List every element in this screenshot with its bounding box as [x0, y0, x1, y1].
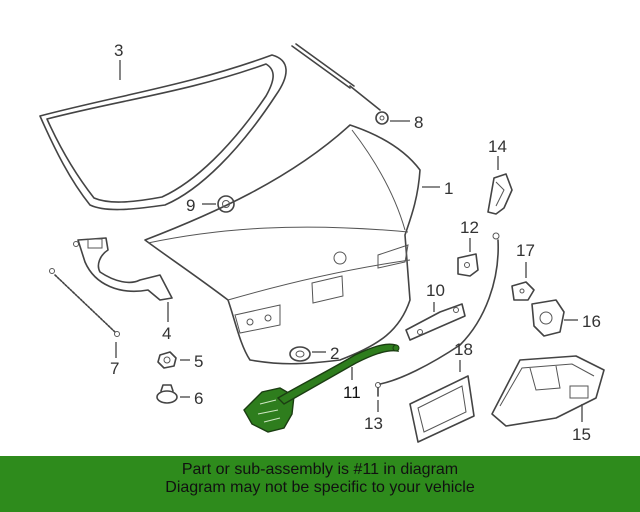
callout-15: 15	[572, 425, 591, 444]
part-7-torsion-rod	[49, 268, 120, 337]
part-4-hinge	[73, 237, 173, 301]
part-14-cover	[487, 173, 513, 215]
part-3-seal	[39, 54, 287, 211]
part-12-bracket	[457, 253, 479, 277]
callout-9: 9	[186, 196, 195, 215]
callout-10: 10	[426, 281, 445, 300]
part-6-nut	[156, 384, 178, 404]
part-11-lock-actuator	[243, 343, 400, 433]
part-1-trunk-lid	[144, 124, 421, 365]
part-17-clip	[511, 281, 535, 301]
callout-12: 12	[460, 218, 479, 237]
part-10-bracket	[405, 303, 466, 341]
part-9-bump-stop	[217, 195, 235, 213]
callout-1: 1	[444, 179, 453, 198]
release-cable	[379, 239, 499, 385]
callout-2: 2	[330, 344, 339, 363]
callout-7: 7	[110, 359, 119, 378]
callout-3: 3	[114, 41, 123, 60]
callout-18: 18	[454, 340, 473, 359]
part-13-clip	[375, 382, 381, 397]
callout-16: 16	[582, 312, 601, 331]
part-8-strut	[291, 43, 389, 125]
parts-diagram: 3 8 1 9 4	[39, 41, 605, 444]
callout-14: 14	[488, 137, 507, 156]
part-18-panel	[409, 375, 475, 443]
callout-5: 5	[194, 352, 203, 371]
banner-line-2: Diagram may not be specific to your vehi…	[165, 479, 475, 496]
callout-8: 8	[414, 113, 423, 132]
callout-17: 17	[516, 241, 535, 260]
callout-4: 4	[162, 324, 171, 343]
callout-13: 13	[364, 414, 383, 433]
part-16-motor	[531, 299, 565, 337]
part-15-handle-assembly	[491, 355, 605, 427]
part-5-bolt	[157, 351, 177, 369]
callout-6: 6	[194, 389, 203, 408]
diagram-banner: Part or sub-assembly is #11 in diagram D…	[0, 456, 640, 512]
callout-11: 11	[343, 383, 361, 402]
part-2-grommet	[289, 346, 311, 362]
banner-line-1: Part or sub-assembly is #11 in diagram	[181, 461, 459, 478]
